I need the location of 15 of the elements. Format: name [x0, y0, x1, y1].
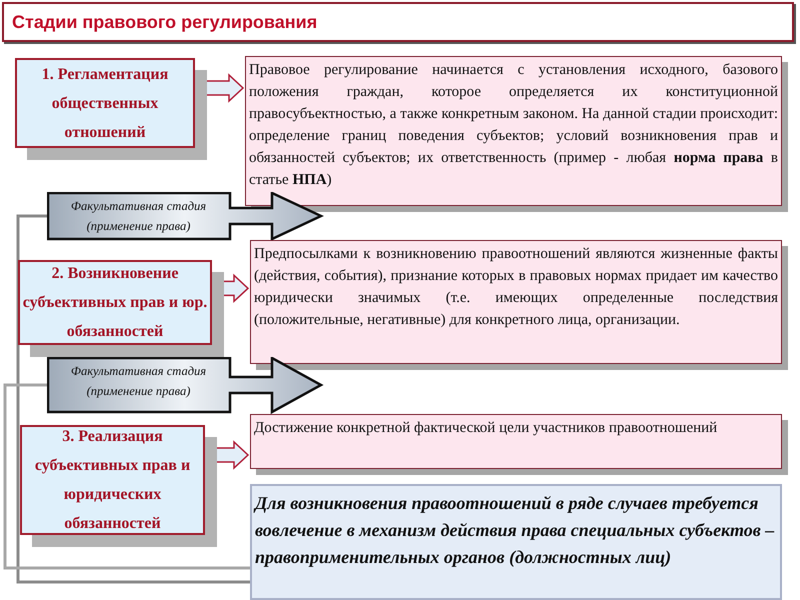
optional-stage-arrow	[47, 192, 322, 240]
optional-stage-label: Факультативная стадия (применение права)	[70, 363, 208, 400]
connector-line	[4, 384, 250, 570]
optional-stage-arrow	[47, 357, 322, 413]
note-box	[250, 484, 782, 600]
slide-title: Стадии правового регулирования	[12, 12, 318, 33]
description-text: Предпосылками к возникновению правоотношений являются жизненные факты (действия, события), признание которых в правовых нормах придает им качество юридически значимых (т.е. имеющих определенные последствия (положительные, негативные) для конкретного лица, организации.	[254, 245, 778, 330]
description-text: Достижение конкретной фактической цели участников правоотношений	[254, 419, 718, 438]
stage-title: 3. Реализация субъективных прав и юридических обязанностей	[34, 427, 192, 534]
stage-title: 1. Регламентация общественных отношений	[40, 64, 170, 142]
note-text: Для возникновения правоотношений в ряде случаев требуется вовлечение в механизм действия права специальных субъектов – правоприменительных органов (должностных лиц)	[255, 492, 776, 569]
stage-title: 2. Возникновение субъективных прав и юр. обязанностей	[22, 264, 208, 342]
optional-stage-label: Факультативная стадия (применение права)	[70, 198, 208, 235]
description-text: Правовое регулирование начинается с установления исходного, базового положения граждан, которое определяется их конституционной правосубъектностью, а также конкретным законом. На данной стадии происходит: определение границ поведения субъектов; условий возникновения прав и обязанностей субъектов; их ответственность (пример - любая норма права в статье НПА)	[249, 61, 778, 190]
connector-line	[16, 214, 250, 584]
